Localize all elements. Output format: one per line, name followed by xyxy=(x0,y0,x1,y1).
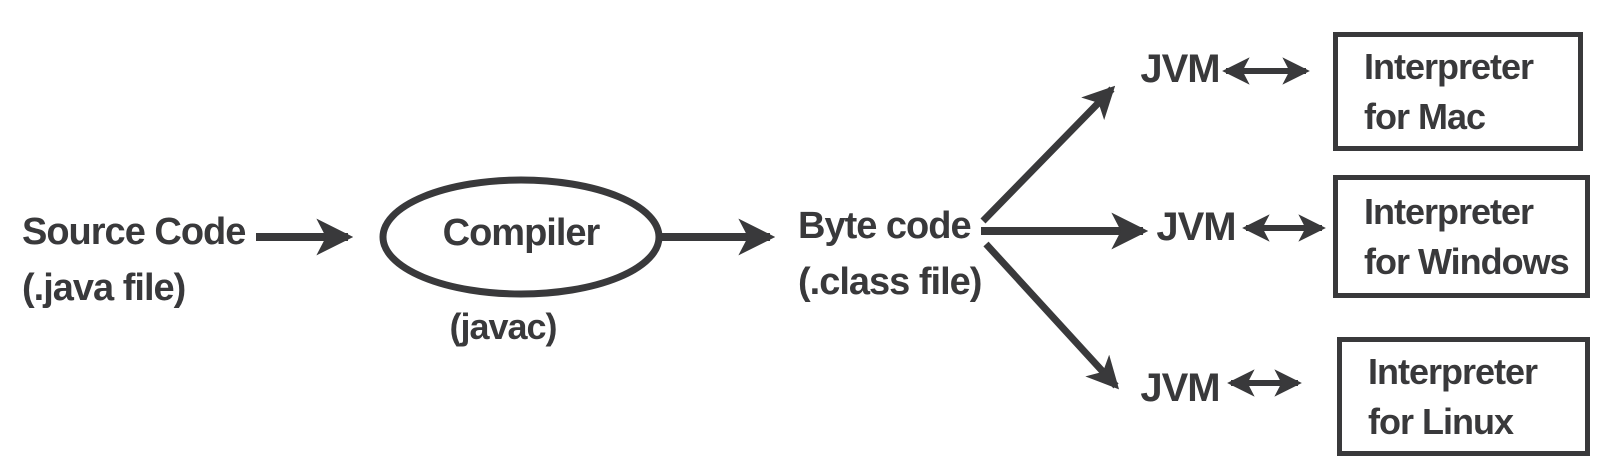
interpreter-box-linux: Interpreter for Linux xyxy=(1337,337,1590,456)
byte-code-title: Byte code xyxy=(798,205,972,247)
jvm-node-top: JVM xyxy=(1140,47,1220,91)
compiler-ellipse xyxy=(379,176,663,298)
jvm-node-bottom: JVM xyxy=(1140,366,1220,410)
arrow-bytecode-to-jvm-bottom-icon xyxy=(983,241,1120,390)
interpreter-box-windows: Interpreter for Windows xyxy=(1333,175,1590,298)
interpreter-windows-line1: Interpreter xyxy=(1364,190,1534,232)
interpreter-mac-line1: Interpreter xyxy=(1364,45,1534,87)
jvm-node-middle: JVM xyxy=(1156,205,1236,249)
interpreter-windows-line2: for Windows xyxy=(1364,240,1570,282)
byte-code-node: Byte code (.class file) xyxy=(798,198,982,310)
compiler-sublabel: (javac) xyxy=(449,306,557,347)
interpreter-box-mac: Interpreter for Mac xyxy=(1333,32,1583,151)
arrow-bytecode-to-jvm-top-icon xyxy=(980,85,1116,224)
source-code-node: Source Code (.java file) xyxy=(22,204,246,316)
interpreter-mac-line2: for Mac xyxy=(1364,95,1486,137)
source-code-subtitle: (.java file) xyxy=(22,267,186,309)
compiler-node-label: Compiler xyxy=(442,212,601,254)
source-code-title: Source Code xyxy=(22,211,246,253)
byte-code-subtitle: (.class file) xyxy=(798,261,982,303)
interpreter-linux-line1: Interpreter xyxy=(1368,350,1538,392)
interpreter-linux-line2: for Linux xyxy=(1368,400,1514,442)
